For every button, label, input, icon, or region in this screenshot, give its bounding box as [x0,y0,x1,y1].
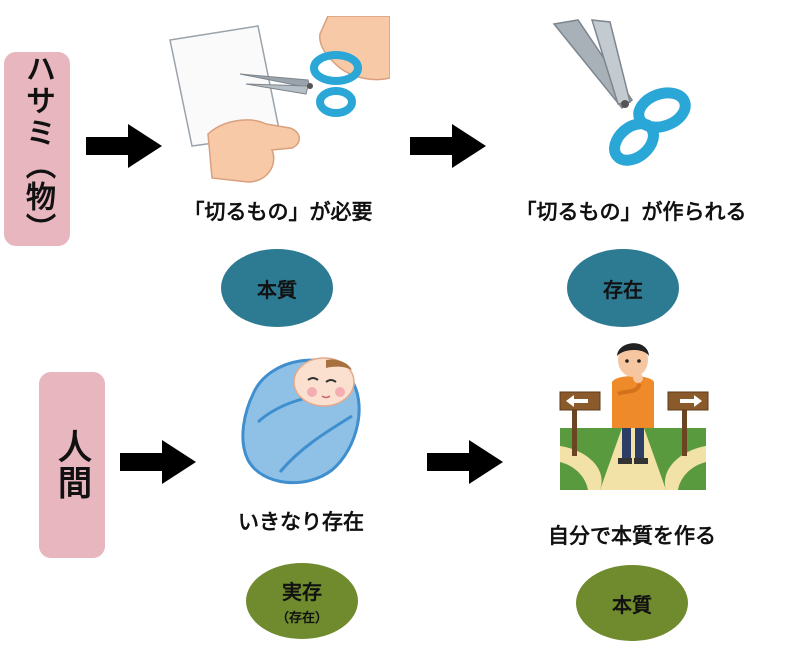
swaddled-baby-icon [241,357,361,485]
concept-label: 実存 [282,580,322,604]
concept-label: 存在 [603,277,643,302]
caption-row2-step1: いきなり存在 [238,510,364,534]
concept-ellipse-row1-step2: 存在 [567,249,679,327]
concept-ellipse-row2-step2: 本質 [576,565,688,641]
hand-cutting-paper-icon [169,16,390,183]
category-tag-scissors: ハサミ（物） [4,52,70,246]
category-tag-human: 人間 [39,372,105,558]
arrow-right-icon [410,124,486,168]
concept-ellipse-row1-step1: 本質 [221,249,333,327]
category-label-human: 人間 [51,429,92,501]
category-label-scissors: ハサミ（物） [20,53,55,245]
caption-row1-step1: 「切るもの」が必要 [183,200,373,224]
arrow-right-icon [427,440,503,484]
caption-row2-step2: 自分で本質を作る [548,524,716,548]
arrow-right-icon [120,440,196,484]
concept-ellipse-row2-step1: 実存 （存在） [246,563,358,639]
concept-label: 本質 [612,592,652,617]
caption-row1-step2: 「切るもの」が作られる [515,200,747,224]
person-at-crossroads-icon [559,343,709,490]
scissors-icon [552,19,691,166]
arrow-right-icon [86,124,162,168]
concept-note: （存在） [275,611,328,626]
concept-label: 本質 [257,277,297,302]
